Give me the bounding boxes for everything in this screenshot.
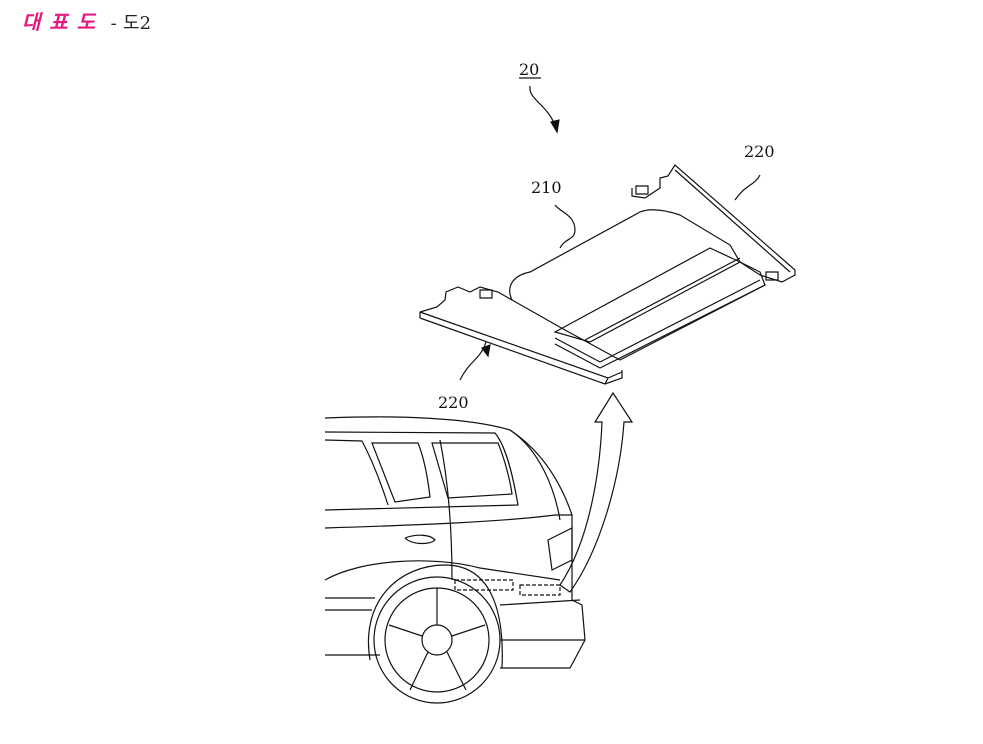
cover-panel: [510, 205, 765, 368]
vehicle: [325, 417, 585, 703]
label-220-right: 220: [744, 142, 775, 161]
arrowhead-220: [482, 345, 490, 356]
side-panel-left: [420, 287, 622, 384]
label-210: 210: [531, 178, 562, 197]
label-220-left: 220: [438, 393, 469, 412]
side-panel-right: [632, 165, 795, 282]
arrowhead-20: [551, 120, 559, 132]
label-20: 20: [519, 60, 539, 79]
lift-arrow: [560, 393, 632, 592]
